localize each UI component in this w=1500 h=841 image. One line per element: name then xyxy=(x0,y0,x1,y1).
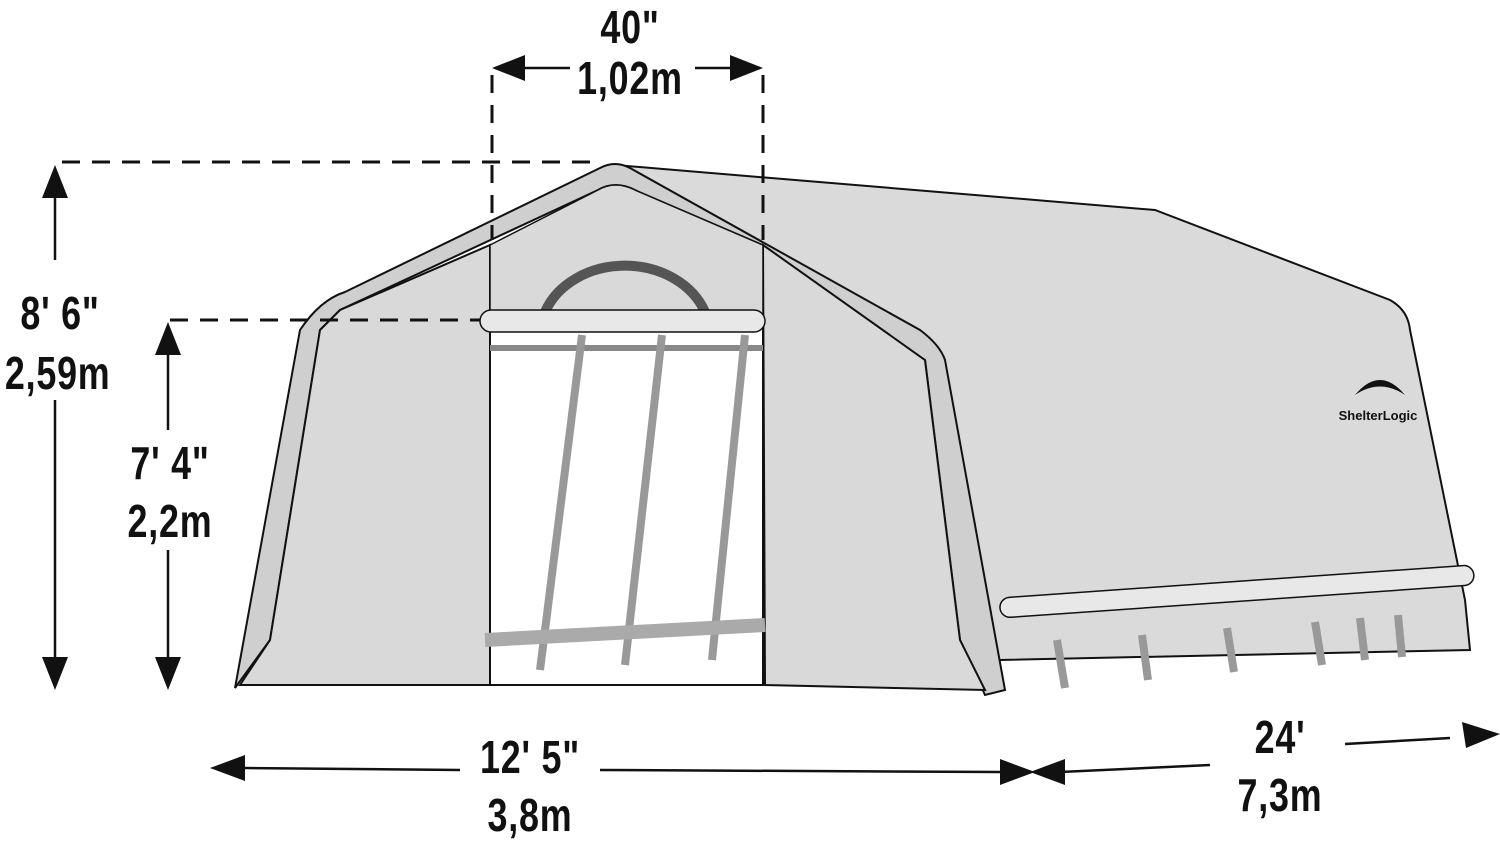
length-imperial: 24' xyxy=(1254,711,1306,763)
vent-arch xyxy=(540,260,710,315)
door-width-imperial: 40" xyxy=(600,1,660,53)
side-frame-legs xyxy=(1053,614,1406,689)
interior-frame-bars xyxy=(536,334,749,671)
side-roll-bar xyxy=(999,564,1475,619)
brand-logo-text: ShelterLogic xyxy=(1339,408,1418,423)
front-right-panel xyxy=(761,243,987,692)
width-metric: 3,8m xyxy=(487,789,573,841)
length-metric: 7,3m xyxy=(1237,769,1323,821)
door-height-imperial: 7' 4" xyxy=(130,437,210,489)
total-height-metric: 2,59m xyxy=(4,347,111,399)
total-height-imperial: 8' 6" xyxy=(20,287,100,339)
brand-logo-icon xyxy=(1355,380,1405,395)
width-imperial: 12' 5" xyxy=(479,731,581,783)
door-height-metric: 2,2m xyxy=(127,495,213,547)
rolled-door-bar xyxy=(479,309,766,333)
door-width-metric: 1,02m xyxy=(577,52,683,104)
arrowheads xyxy=(42,55,1500,785)
